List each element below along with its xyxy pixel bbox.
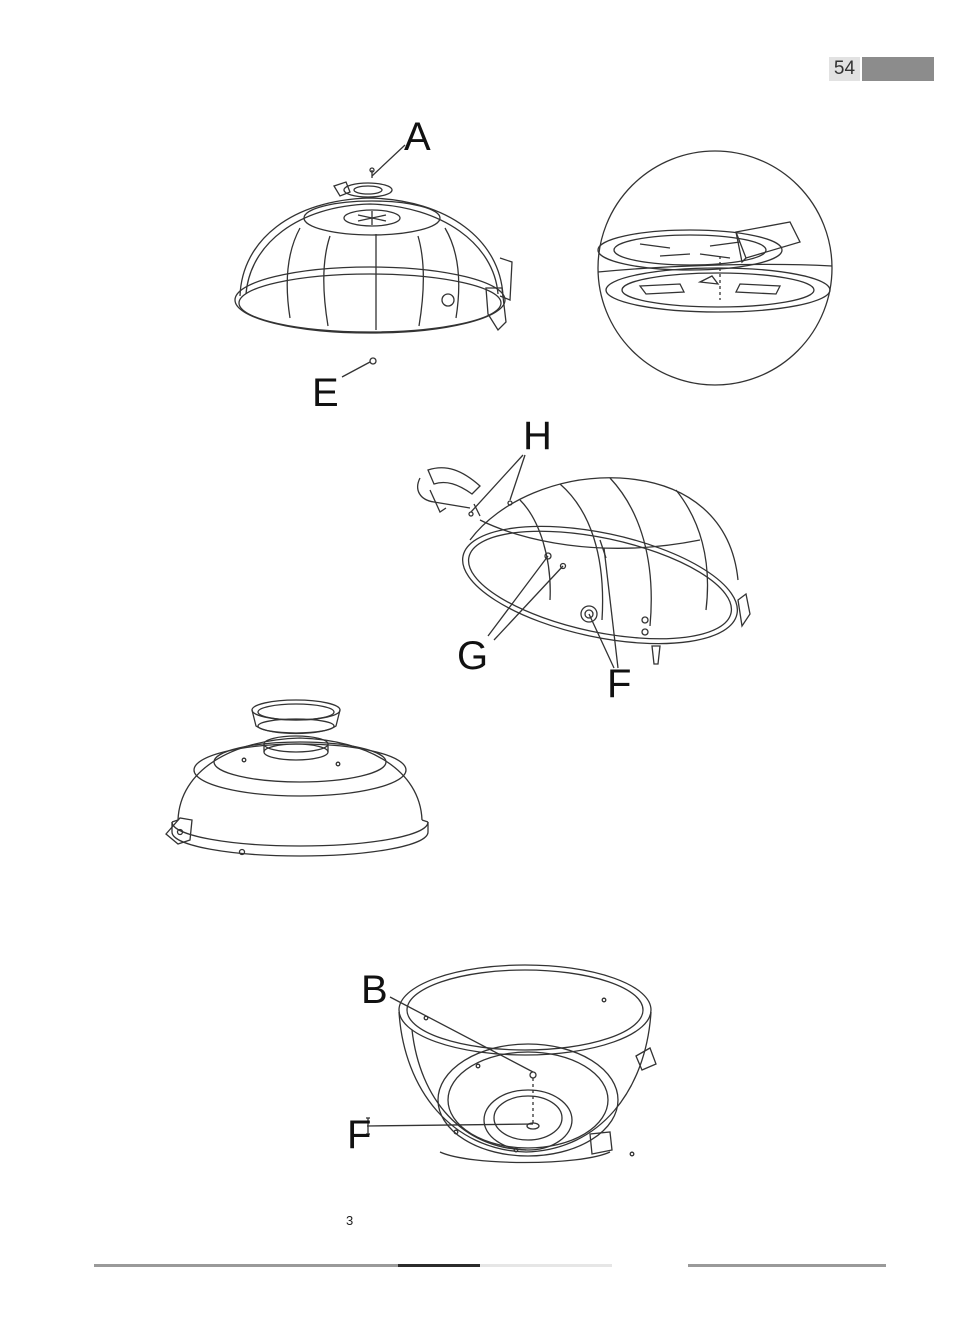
callout-h: H	[523, 416, 552, 456]
callout-e: E	[312, 373, 339, 413]
callout-f-bottom: F	[347, 1115, 371, 1155]
bowl-figure	[366, 965, 656, 1163]
vent-detail-circle	[598, 151, 832, 385]
lid-chimney-ring-figure	[166, 700, 428, 856]
footer-rule-right	[688, 1264, 886, 1267]
step-number: 3	[346, 1213, 353, 1228]
callout-a: A	[404, 117, 431, 157]
callout-g: G	[457, 636, 488, 676]
callout-f-top: F	[607, 664, 631, 704]
lid-top-vent-figure	[235, 145, 512, 377]
footer-rule-accent	[398, 1264, 480, 1267]
callout-b: B	[361, 970, 388, 1010]
footer-rule-left	[94, 1264, 398, 1267]
footer-rule-faint	[480, 1264, 612, 1267]
